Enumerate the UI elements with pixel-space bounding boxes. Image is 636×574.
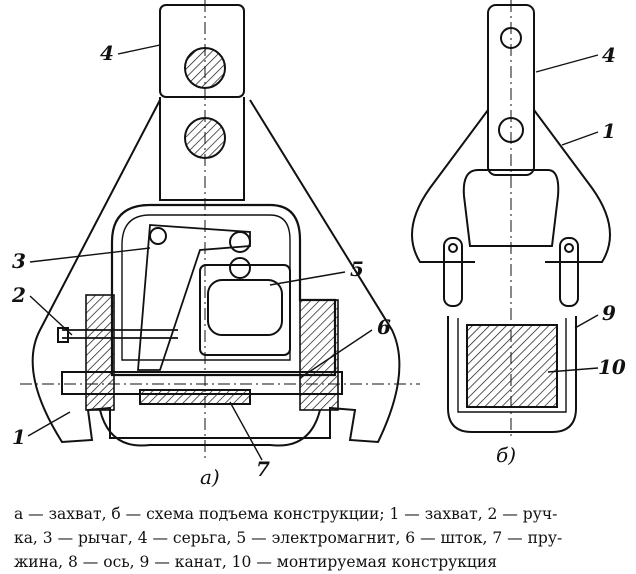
label-6: 6 — [377, 315, 391, 339]
lever — [137, 224, 251, 371]
labels-a: 4 3 2 5 6 1 7 а) — [11, 41, 391, 489]
mounted-structure — [466, 324, 558, 408]
spring — [139, 389, 251, 405]
earring-shackle — [159, 4, 245, 98]
diagram: 4 3 2 5 6 1 7 а) 4 1 9 10 б) — [11, 0, 626, 489]
caption-line-3: жина, 8 — ось, 9 — канат, 10 — монтируем… — [14, 553, 498, 571]
view-b-lifting-scheme — [411, 0, 611, 436]
rope — [447, 316, 577, 433]
electromagnet — [199, 264, 291, 356]
leaders-b — [535, 54, 599, 373]
caption-line-2: ка, 3 — рычаг, 4 — серьга, 5 — электрома… — [14, 529, 563, 547]
caption-line-1: а — захват, б — схема подъема конструкци… — [14, 505, 558, 523]
label-5: 5 — [350, 257, 364, 281]
label-4-a: 4 — [100, 41, 114, 65]
subfigure-label-b: б) — [496, 443, 516, 467]
label-10: 10 — [598, 355, 626, 379]
label-1-b: 1 — [602, 119, 616, 143]
figure-caption: а — захват, б — схема подъема конструкци… — [14, 502, 626, 574]
gripper-b — [411, 109, 611, 263]
view-a-gripper — [20, 0, 420, 460]
label-2: 2 — [11, 283, 26, 307]
label-1-a: 1 — [12, 425, 26, 449]
label-7: 7 — [256, 457, 270, 481]
label-3: 3 — [12, 249, 26, 273]
leaders-a — [27, 44, 373, 461]
gripper-plate — [31, 99, 401, 444]
subfigure-label-a: а) — [200, 465, 220, 489]
labels-b: 4 1 9 10 б) — [496, 43, 626, 467]
label-9: 9 — [602, 301, 616, 325]
label-4-b: 4 — [602, 43, 616, 67]
